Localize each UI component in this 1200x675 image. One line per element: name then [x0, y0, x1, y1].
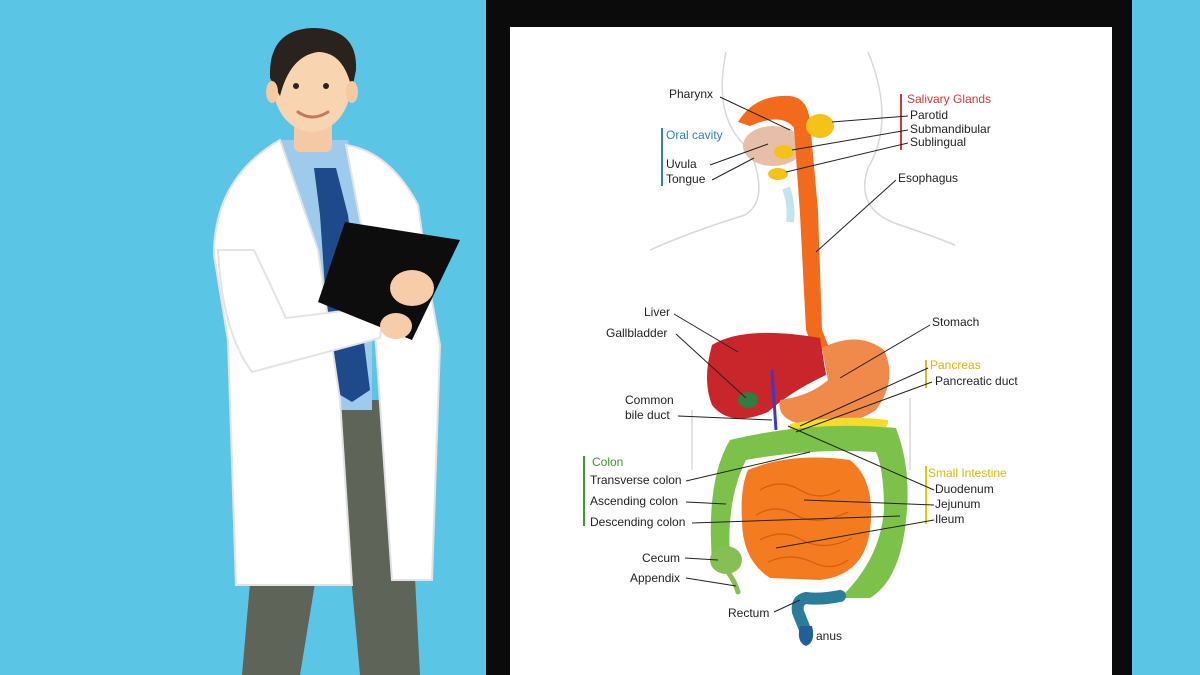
label-ileum: Ileum	[935, 512, 964, 526]
body-outline	[649, 51, 956, 470]
doctor-smile	[296, 110, 330, 119]
cecum-shape	[710, 546, 742, 574]
label-uvula: Uvula	[666, 157, 697, 171]
appendix-shape	[725, 569, 741, 595]
label-gallbladder: Gallbladder	[606, 326, 667, 340]
label-rectum: Rectum	[728, 606, 769, 620]
label-duodenum: Duodenum	[935, 482, 994, 496]
label-pancreatic-duct: Pancreatic duct	[935, 374, 1018, 388]
tongue-shape	[743, 126, 803, 166]
label-descending-colon: Descending colon	[590, 515, 685, 529]
rectum-shape	[791, 590, 846, 638]
label-parotid: Parotid	[910, 108, 948, 122]
label-salivary-glands: Salivary Glands	[907, 92, 991, 106]
anus-shape	[798, 626, 814, 646]
doctor-ear-left	[266, 81, 278, 103]
label-pharynx: Pharynx	[669, 87, 713, 101]
doctor-figure	[212, 28, 460, 675]
label-esophagus: Esophagus	[898, 171, 958, 185]
label-cecum: Cecum	[642, 551, 680, 565]
trachea-shape	[782, 186, 795, 223]
clipboard	[318, 222, 460, 340]
label-stomach: Stomach	[932, 315, 979, 329]
gallbladder-shape	[738, 392, 758, 408]
label-jejunum: Jejunum	[935, 497, 980, 511]
label-common-bile-duct-1: Common	[625, 393, 674, 407]
doctor-hand	[390, 270, 434, 306]
organs	[707, 95, 908, 646]
doctor-hand-left	[380, 313, 412, 339]
label-small-intestine: Small Intestine	[928, 466, 1007, 480]
colon-shape	[710, 425, 908, 598]
label-ascending-colon: Ascending colon	[590, 494, 678, 508]
intestine-folds	[755, 483, 853, 568]
label-pancreas: Pancreas	[930, 358, 981, 372]
label-transverse-colon: Transverse colon	[590, 473, 682, 487]
label-tongue: Tongue	[666, 172, 706, 186]
parotid-gland	[806, 114, 834, 138]
bile-duct-shape	[770, 369, 778, 431]
esophagus-shape	[738, 95, 830, 352]
doctor-eye-left	[293, 83, 299, 89]
label-oral-cavity: Oral cavity	[666, 128, 723, 142]
stomach-shape	[779, 339, 890, 425]
label-common-bile-duct-2: bile duct	[625, 408, 670, 422]
label-sublingual: Sublingual	[910, 135, 966, 149]
sublingual-gland	[768, 168, 788, 180]
submandibular-gland	[774, 145, 794, 159]
doctor-ear-right	[346, 81, 358, 103]
label-colon: Colon	[592, 455, 623, 469]
label-anus: anus	[816, 629, 842, 643]
label-submandibular: Submandibular	[910, 122, 991, 136]
label-liver: Liver	[644, 305, 670, 319]
doctor-eye-right	[323, 83, 329, 89]
doctor-trousers	[242, 560, 318, 675]
doctor-hair	[269, 28, 357, 96]
liver-shape	[707, 332, 826, 419]
leader-lines	[673, 96, 935, 613]
label-appendix: Appendix	[630, 571, 680, 585]
